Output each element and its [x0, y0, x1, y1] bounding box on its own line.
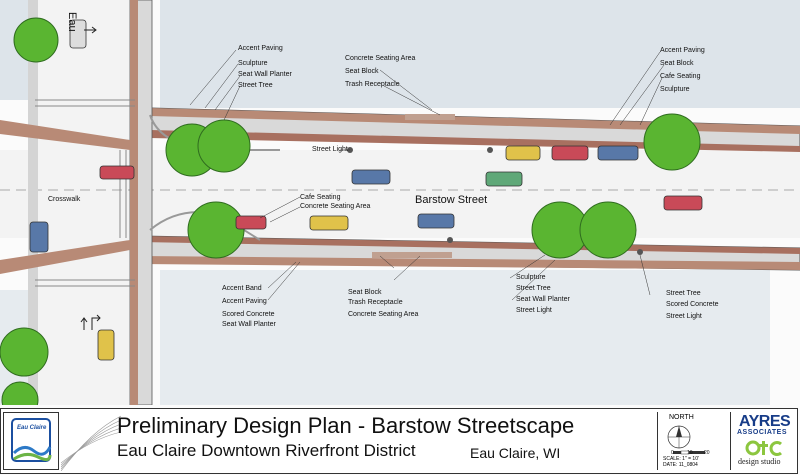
street-trees: [0, 17, 701, 405]
south-block: [160, 270, 770, 405]
south-paving-band: [140, 256, 800, 270]
label-seat-wall-planter-bottom: Seat Wall Planter: [222, 321, 276, 328]
studio-name: design studio: [738, 457, 781, 466]
label-accent-paving-top: Accent Paving: [238, 45, 283, 52]
label-trash-receptacle-bottom: Trash Receptacle: [348, 299, 403, 306]
label-scored-concrete-bottom: Scored Concrete: [222, 311, 275, 318]
studio-mark-icon: [745, 440, 782, 456]
logo-text: Eau Claire: [17, 425, 47, 431]
label-cafe-seating-mid: Cafe Seating: [300, 194, 341, 201]
label-street-light-far-right: Street Light: [666, 313, 702, 320]
label-seat-wall-planter-bottom-right: Seat Wall Planter: [516, 296, 570, 303]
label-concrete-seating-area-mid: Concrete Seating Area: [300, 203, 371, 210]
north-paving-band: [150, 108, 800, 134]
scale-number-20: 20: [704, 450, 710, 456]
city-logo: Eau Claire: [3, 412, 59, 470]
label-seat-block-top-right: Seat Block: [660, 60, 694, 67]
label-seat-block-top: Seat Block: [345, 68, 379, 75]
firm-logo: [730, 412, 797, 470]
firm-name: AYRES: [739, 413, 791, 430]
label-accent-band: Accent Band: [222, 285, 262, 292]
title-swoosh: [61, 415, 121, 471]
parked-cars: [29, 19, 703, 361]
site-plan-drawing: [0, 0, 800, 405]
label-street-tree-far-right: Street Tree: [666, 290, 701, 297]
north-arrow-box: [657, 412, 728, 470]
label-concrete-seating-area-bottom: Concrete Seating Area: [348, 311, 419, 318]
label-sculpture-top-right: Sculpture: [660, 86, 690, 93]
street-name-barstow: Barstow Street: [415, 194, 488, 206]
plan-location: Eau Claire, WI: [470, 445, 561, 461]
scale-number-0: 0: [671, 450, 674, 456]
scale-number-10: 10: [687, 450, 693, 456]
cross-road: [35, 0, 135, 405]
label-concrete-seating-area-top: Concrete Seating Area: [345, 55, 416, 62]
label-street-tree-top: Street Tree: [238, 82, 273, 89]
plan-title: Preliminary Design Plan - Barstow Street…: [117, 413, 575, 438]
label-seat-wall-planter-top: Seat Wall Planter: [238, 71, 292, 78]
label-scored-concrete-far-right: Scored Concrete: [666, 301, 719, 308]
label-crosswalk: Crosswalk: [48, 196, 81, 203]
north-arrow-icon: [667, 425, 705, 455]
label-accent-paving-bottom: Accent Paving: [222, 298, 267, 305]
label-sculpture-top: Sculpture: [238, 60, 268, 67]
label-trash-receptacle-top: Trash Receptacle: [345, 81, 400, 88]
scale-info: SCALE: 1" = 10' DATE: 11_0804: [663, 456, 699, 468]
scale-line: SCALE: 1" = 10': [663, 456, 699, 462]
firm-name-2: ASSOCIATES: [737, 429, 787, 436]
plan-subtitle: Eau Claire Downtown Riverfront District: [117, 441, 416, 460]
label-street-tree-bottom: Street Tree: [516, 285, 551, 292]
label-seat-block-bottom: Seat Block: [348, 289, 382, 296]
city-logo-icon: [11, 418, 52, 462]
label-accent-paving-top-right: Accent Paving: [660, 47, 705, 54]
label-street-light-bottom: Street Light: [516, 307, 552, 314]
label-sculpture-bottom: Sculpture: [516, 274, 546, 281]
label-cafe-seating-top-right: Cafe Seating: [660, 73, 701, 80]
title-block: Eau Claire Preliminary Design Plan - Bar…: [0, 408, 798, 474]
north-block: [160, 0, 800, 108]
label-street-light-top: Street Light: [312, 146, 348, 153]
north-label: NORTH: [669, 414, 694, 421]
date-line: DATE: 11_0804: [663, 462, 698, 468]
street-name-cross: Eau: [66, 12, 78, 32]
